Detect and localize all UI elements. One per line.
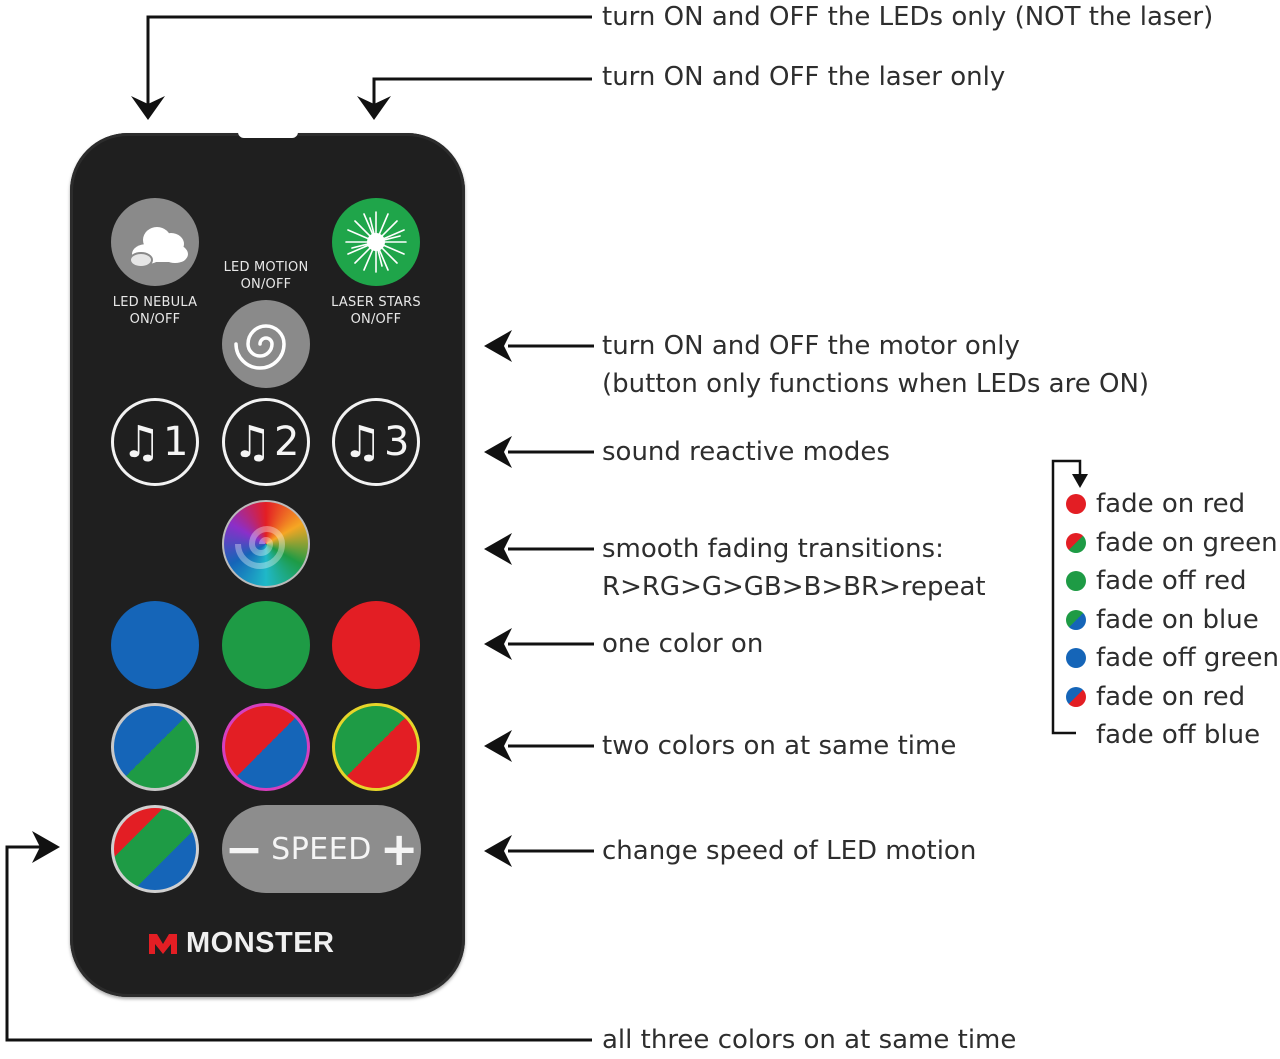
note-speed: change speed of LED motion — [602, 836, 977, 866]
note-laser-only: turn ON and OFF the laser only — [602, 62, 1006, 92]
laser-stars-label: LASER STARS ON/OFF — [331, 295, 421, 327]
color-dot-icon — [1066, 571, 1086, 591]
music-note-icon: ♫ — [232, 416, 272, 468]
fade-sequence-label: fade on red — [1096, 681, 1246, 712]
brand-name: MONSTER — [186, 927, 335, 959]
fade-sequence-label: fade off blue — [1096, 720, 1261, 750]
blue-green-button[interactable] — [111, 703, 199, 791]
fade-sequence-item: fade on red — [1066, 678, 1245, 716]
arrow-laser-only — [372, 77, 592, 118]
arrow-two-colors — [484, 730, 594, 762]
arrowhead-laser-only — [357, 96, 391, 120]
note-sound-modes: sound reactive modes — [602, 437, 890, 467]
color-dot-icon — [1066, 494, 1086, 514]
speed-button[interactable]: − SPEED + — [222, 805, 421, 893]
monster-logo-mark — [149, 933, 177, 954]
fade-sequence-bracket-arrowhead — [1072, 474, 1088, 488]
red-blue-button[interactable] — [222, 703, 310, 791]
note-two-colors: two colors on at same time — [602, 731, 957, 761]
led-motion-button[interactable] — [222, 300, 310, 388]
remote-notch — [238, 128, 298, 138]
note-three-colors: all three colors on at same time — [602, 1025, 1017, 1055]
fade-sequence-item: fade on red — [1066, 485, 1245, 523]
fade-sequence-item: fade off green — [1066, 639, 1279, 677]
color-swirl-icon — [235, 526, 286, 569]
note-motor-line1: turn ON and OFF the motor only — [602, 331, 1020, 361]
note-one-color: one color on — [602, 629, 764, 659]
arrowhead-three-colors — [32, 831, 60, 863]
fade-sequence-item: fade on blue — [1066, 601, 1259, 639]
fade-sequence-bracket — [1051, 459, 1082, 735]
music-note-icon: ♫ — [121, 416, 161, 468]
speed-label: SPEED — [271, 831, 372, 867]
note-fading-line2: R>RG>G>GB>B>BR>repeat — [602, 572, 986, 602]
blue-button[interactable] — [111, 601, 199, 689]
arrow-one-color — [484, 628, 594, 660]
arrowhead-leds-only — [131, 96, 165, 120]
speed-minus[interactable]: − — [224, 822, 264, 876]
sound-mode-3-button[interactable]: ♫3 — [332, 398, 420, 486]
fade-sequence-label: fade off green — [1096, 643, 1280, 673]
led-nebula-label: LED NEBULA ON/OFF — [112, 295, 198, 327]
arrow-motor — [484, 330, 594, 362]
monster-logo: MONSTER — [148, 927, 335, 960]
color-dot-icon — [1066, 532, 1086, 553]
note-motor-line2: (button only functions when LEDs are ON) — [602, 369, 1150, 399]
cloud-icon — [129, 227, 188, 268]
speed-plus[interactable]: + — [379, 822, 419, 876]
color-dot-icon — [1066, 648, 1086, 668]
red-button[interactable] — [332, 601, 420, 689]
fade-sequence-label: fade on red — [1096, 489, 1246, 519]
color-dot-icon — [1066, 686, 1086, 707]
fade-sequence-label: fade off red — [1096, 566, 1247, 596]
swirl-icon — [234, 324, 286, 370]
fade-sequence-item: fade off red — [1066, 562, 1247, 600]
arrow-three-colors — [5, 845, 592, 1042]
arrow-speed — [484, 835, 594, 867]
fade-sequence-item: fade off blue — [1066, 716, 1260, 754]
laser-stars-button[interactable] — [332, 198, 420, 286]
color-dot-icon — [1066, 609, 1086, 630]
sound-mode-1-button[interactable]: ♫1 — [111, 398, 199, 486]
note-fading-line1: smooth fading transitions: — [602, 534, 944, 564]
rgb-button[interactable] — [111, 805, 199, 893]
fade-sequence-label: fade on green — [1096, 527, 1278, 558]
note-leds-only: turn ON and OFF the LEDs only (NOT the l… — [602, 2, 1214, 32]
sound-mode-2-button[interactable]: ♫2 — [222, 398, 310, 486]
led-nebula-button[interactable] — [111, 198, 199, 286]
fade-sequence-item: fade on green — [1066, 524, 1278, 562]
green-red-button[interactable] — [332, 703, 420, 791]
arrow-sound-modes — [484, 436, 594, 468]
smooth-fade-button[interactable] — [222, 500, 310, 588]
green-button[interactable] — [222, 601, 310, 689]
fade-sequence-label: fade on blue — [1096, 604, 1259, 635]
arrow-leds-only — [146, 15, 592, 118]
laser-star-icon — [345, 211, 407, 273]
led-motion-label: LED MOTION ON/OFF — [223, 260, 309, 292]
music-note-icon: ♫ — [342, 416, 382, 468]
arrow-fading — [484, 533, 594, 565]
